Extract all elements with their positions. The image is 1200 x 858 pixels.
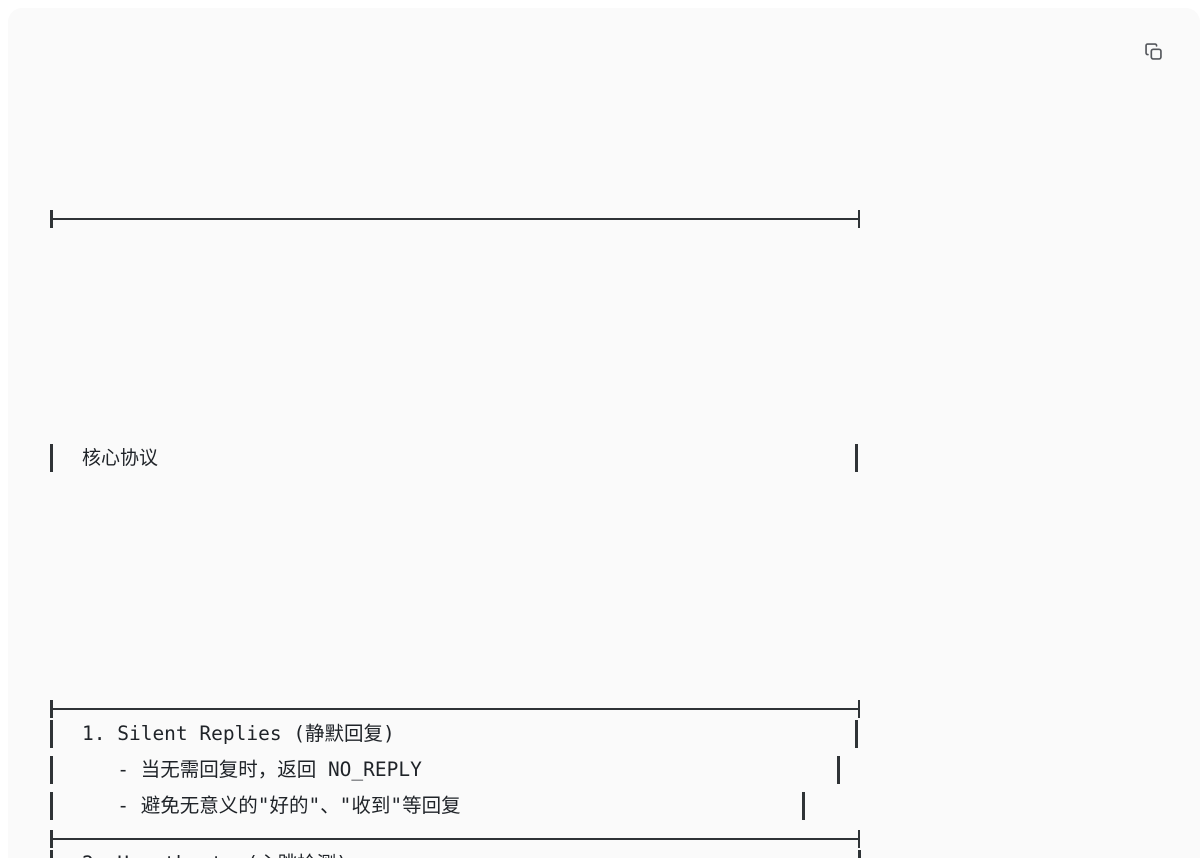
box-pipe-left bbox=[50, 720, 53, 748]
box-title-text: 核心协议 bbox=[82, 447, 159, 469]
box-pipe-left bbox=[50, 792, 53, 820]
box-section-2: 2. Heartbeats (心跳检测) - 定期执行 HEARTBEAT.md… bbox=[50, 838, 861, 858]
box-junction-right bbox=[857, 830, 860, 848]
section-bullet-row: - 避免无意义的"好的"、"收到"等回复 bbox=[50, 788, 860, 824]
box-corner-top-left bbox=[50, 210, 53, 228]
box-corner-top-right bbox=[857, 210, 860, 228]
section-heading-row: 2. Heartbeats (心跳检测) bbox=[50, 846, 861, 858]
box-separator-rule bbox=[50, 708, 860, 710]
ascii-diagram: 核心协议 1. Silent Replies (静默回复) - 当无需回复时，返… bbox=[50, 70, 1150, 858]
box-top-rule bbox=[50, 218, 860, 220]
section-heading-row: 1. Silent Replies (静默回复) bbox=[50, 716, 860, 752]
box-pipe-left bbox=[50, 444, 53, 472]
box-pipe-left bbox=[50, 850, 53, 858]
box-pipe-right bbox=[855, 720, 858, 748]
copy-icon bbox=[1143, 41, 1164, 62]
copy-icon-button[interactable] bbox=[1136, 34, 1170, 68]
section-heading-text: 1. Silent Replies (静默回复) bbox=[82, 722, 395, 745]
box-separator-rule bbox=[50, 838, 860, 840]
section-bullet-row: - 当无需回复时，返回 NO_REPLY bbox=[50, 752, 860, 788]
box-pipe-right bbox=[858, 850, 861, 858]
box-title-row: 核心协议 bbox=[50, 440, 860, 476]
box-junction-left bbox=[50, 830, 53, 848]
box-pipe-right bbox=[855, 444, 858, 472]
box-title-section: 核心协议 bbox=[50, 362, 860, 556]
box-pipe-right bbox=[837, 756, 840, 784]
box-section-1: 1. Silent Replies (静默回复) - 当无需回复时，返回 NO_… bbox=[50, 708, 860, 830]
box-junction-right bbox=[857, 700, 860, 718]
box-pipe-left bbox=[50, 756, 53, 784]
section-heading-text: 2. Heartbeats (心跳检测) bbox=[82, 846, 348, 858]
code-block-card: 核心协议 1. Silent Replies (静默回复) - 当无需回复时，返… bbox=[8, 8, 1200, 858]
box-junction-left bbox=[50, 700, 53, 718]
section-bullet-text: - 避免无意义的"好的"、"收到"等回复 bbox=[82, 794, 461, 817]
box-pipe-right bbox=[802, 792, 805, 820]
box-sections: 1. Silent Replies (静默回复) - 当无需回复时，返回 NO_… bbox=[50, 700, 861, 858]
ascii-box-frame: 核心协议 1. Silent Replies (静默回复) - 当无需回复时，返… bbox=[50, 70, 861, 858]
section-bullet-text: - 当无需回复时，返回 NO_REPLY bbox=[82, 758, 422, 781]
